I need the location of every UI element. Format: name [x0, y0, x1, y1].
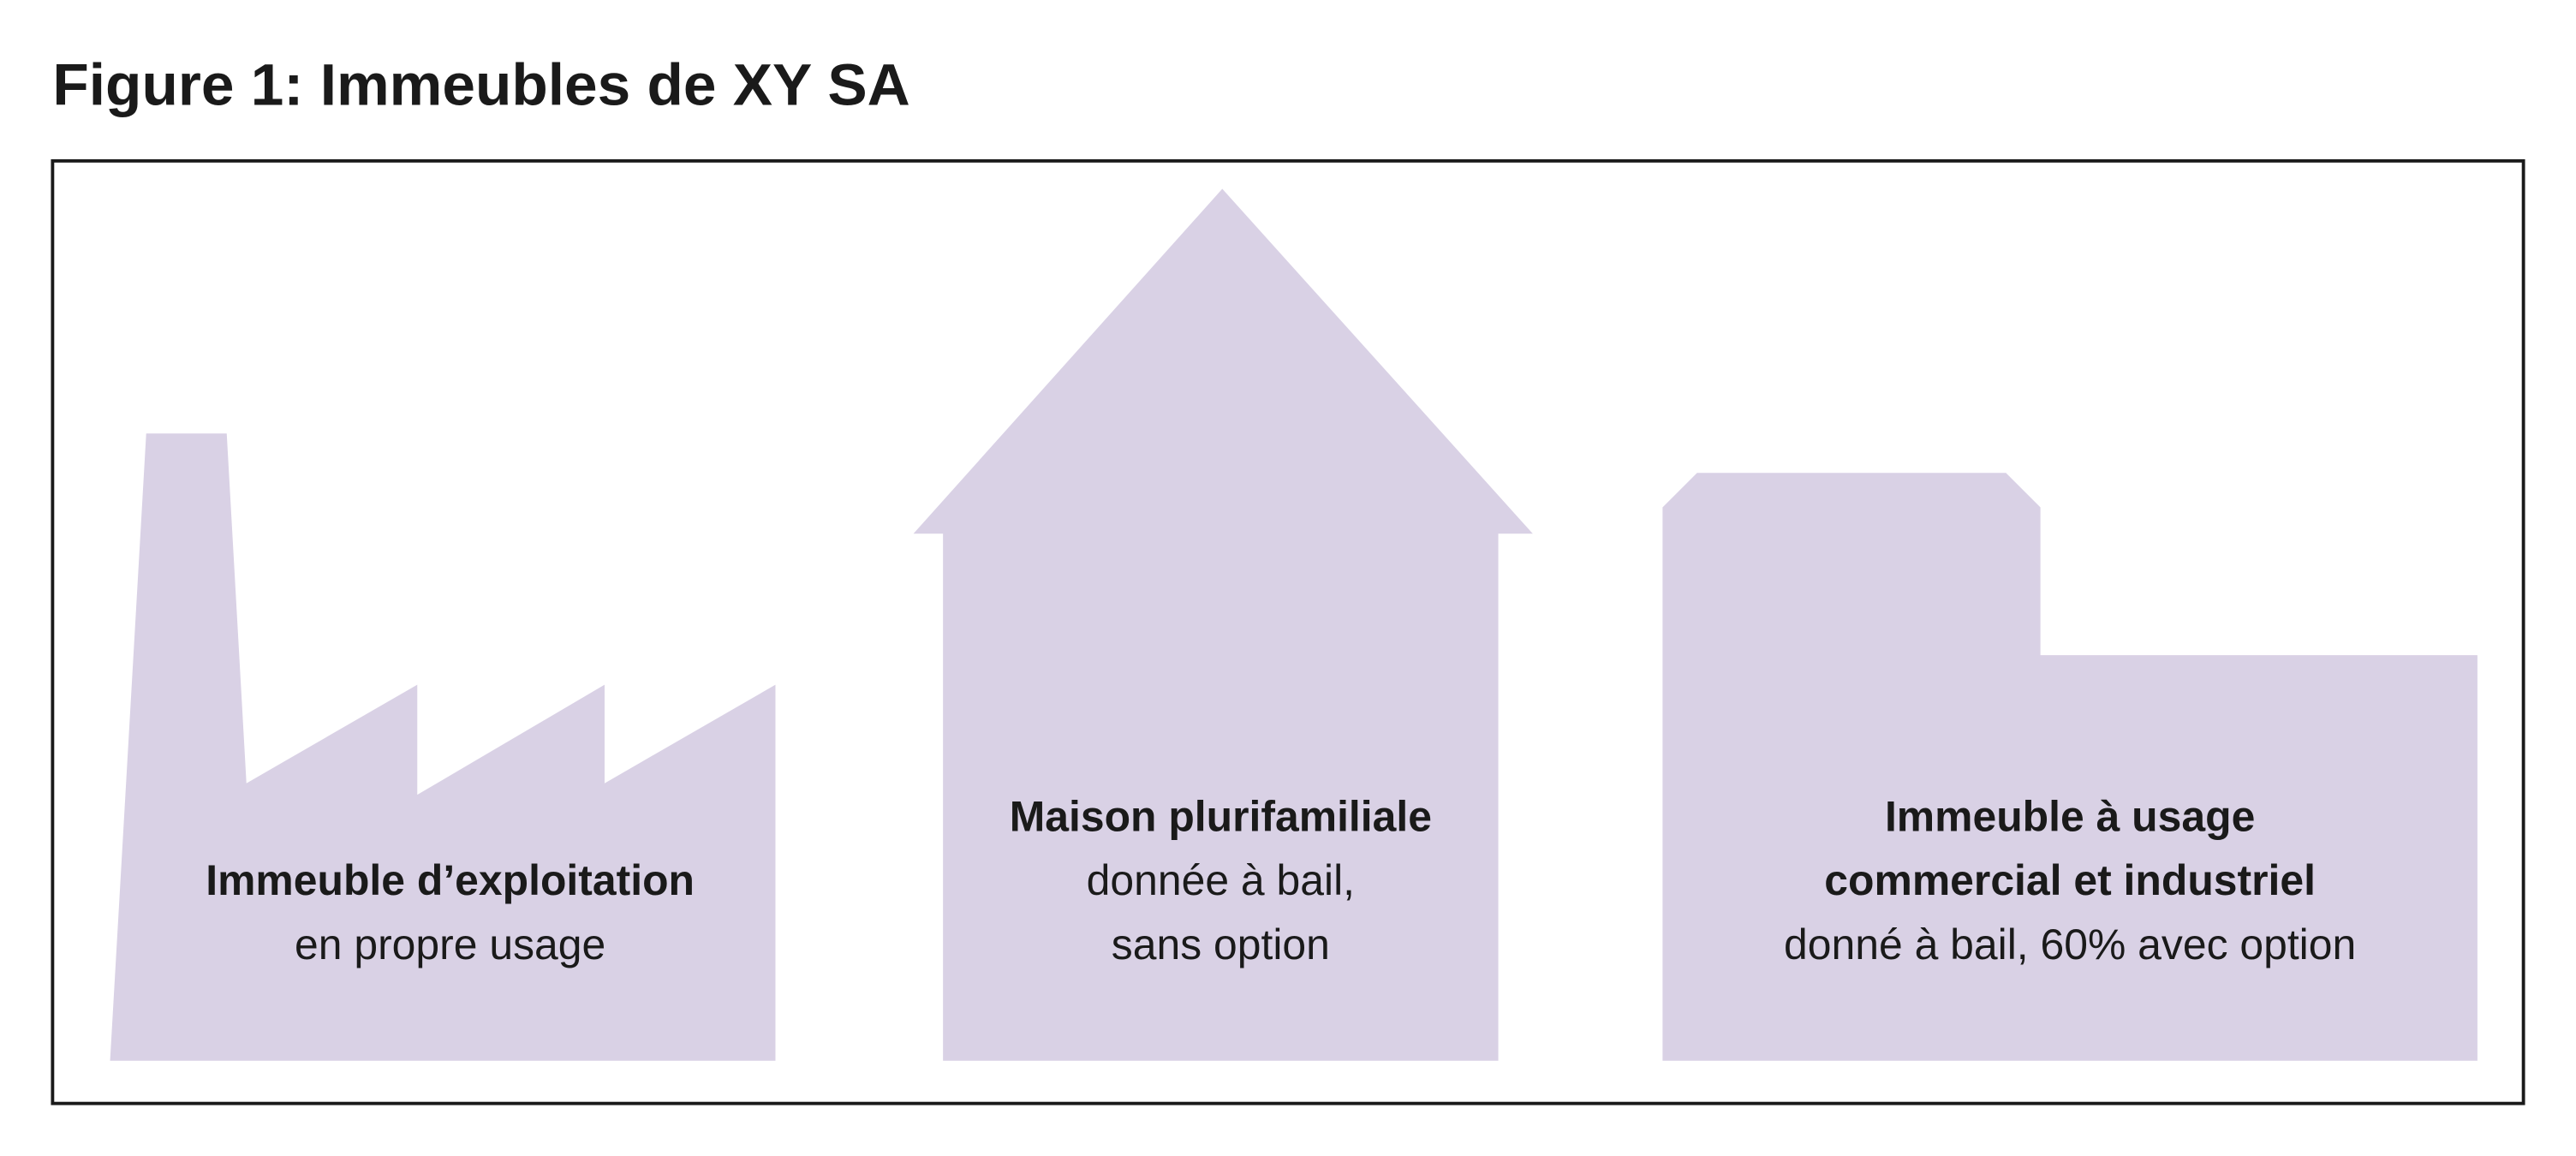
commercial-label-usage: donné à bail, 60% avec option	[1784, 921, 2356, 968]
factory-label-title: Immeuble d’exploitation	[206, 856, 695, 904]
commercial-label-title2: commercial et industriel	[1824, 856, 2316, 904]
figure-title: Figure 1: Immeubles de XY SA	[52, 51, 909, 118]
house-icon	[913, 188, 1533, 1061]
factory-building: Immeuble d’exploitation en propre usage	[110, 433, 776, 1061]
factory-icon	[110, 433, 776, 1061]
house-label-line1: donnée à bail,	[1087, 856, 1355, 904]
house-label-title: Maison plurifamiliale	[1010, 792, 1432, 840]
figure-frame	[51, 159, 2525, 1105]
house-building: Maison plurifamiliale donnée à bail, san…	[913, 188, 1533, 1061]
factory-label-usage: en propre usage	[295, 921, 605, 968]
house-label-line2: sans option	[1112, 921, 1330, 968]
commercial-building: Immeuble à usage commercial et industrie…	[1662, 473, 2478, 1061]
commercial-building-icon	[1662, 473, 2478, 1061]
commercial-label-title1: Immeuble à usage	[1885, 792, 2255, 840]
